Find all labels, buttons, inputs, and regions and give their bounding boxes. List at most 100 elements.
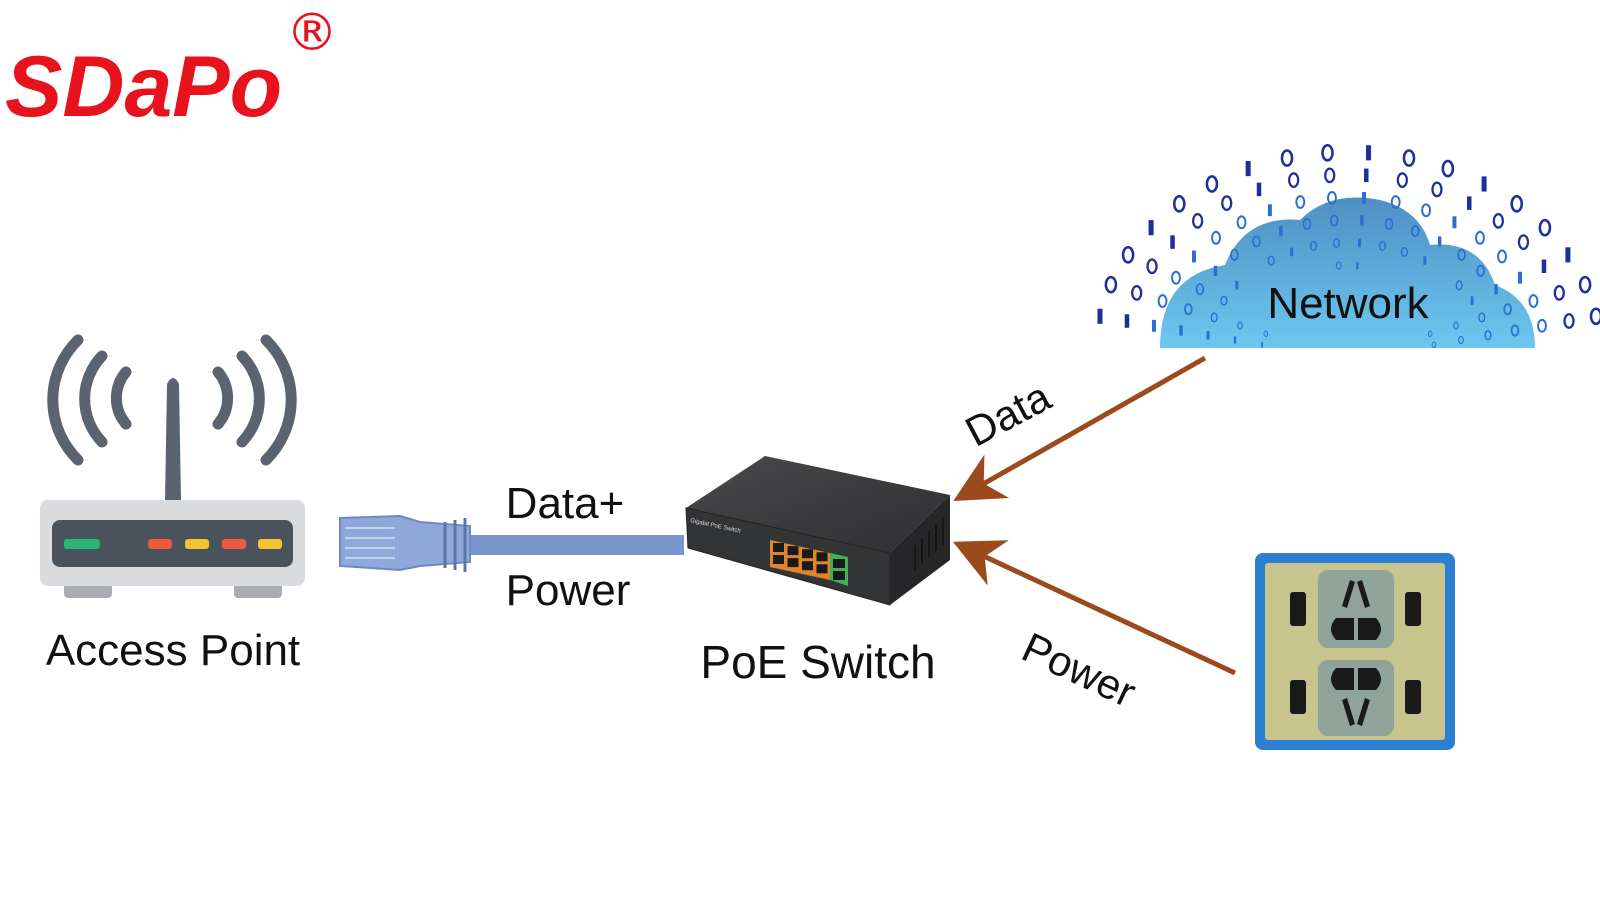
binary-one-mark: [1235, 280, 1239, 290]
power-arrow: [952, 540, 1237, 676]
ethernet-ports: [773, 543, 845, 580]
poe-switch-icon: Gigabit PoE Switch: [685, 456, 950, 606]
binary-zero-mark: [1184, 303, 1193, 316]
binary-zero-mark: [1230, 248, 1239, 261]
led-green: [64, 539, 100, 549]
binary-zero-mark: [1421, 203, 1432, 218]
ethernet-port: [816, 552, 828, 562]
uplink-port: [833, 559, 845, 568]
binary-zero-mark: [1280, 149, 1294, 167]
binary-zero-mark: [1510, 195, 1524, 213]
binary-one-mark: [1364, 168, 1369, 183]
binary-one-mark: [1518, 271, 1522, 284]
binary-one-mark: [1170, 235, 1175, 249]
binary-zero-mark: [1309, 240, 1318, 252]
binary-one-mark: [1290, 247, 1294, 257]
data-arrow: [953, 355, 1207, 501]
binary-zero-mark: [1517, 234, 1530, 250]
binary-zero-mark: [1210, 312, 1218, 323]
binary-one-mark: [1191, 250, 1196, 263]
binary-zero-mark: [1146, 258, 1158, 275]
ethernet-port: [802, 549, 813, 559]
binary-zero-mark: [1455, 280, 1463, 291]
cable-power-label: Power: [506, 566, 631, 615]
registered-mark-icon: ®: [286, 3, 338, 63]
binary-one-mark: [1267, 204, 1272, 217]
ethernet-port: [787, 558, 799, 568]
access-point-label: Access Point: [46, 626, 300, 675]
binary-zero-mark: [1453, 321, 1459, 330]
binary-one-mark: [1360, 215, 1364, 226]
binary-one-mark: [1423, 256, 1427, 265]
binary-one-mark: [1179, 325, 1183, 336]
binary-zero-mark: [1329, 214, 1339, 227]
ethernet-cable-icon: [339, 514, 684, 572]
binary-zero-mark: [1211, 230, 1221, 245]
binary-one-mark: [1097, 308, 1103, 324]
binary-zero-mark: [1104, 275, 1118, 294]
binary-zero-mark: [1402, 149, 1416, 167]
binary-zero-mark: [1484, 330, 1492, 341]
cable-data-label: Data+: [506, 479, 625, 528]
binary-zero-mark: [1295, 195, 1306, 209]
binary-one-mark: [1213, 265, 1218, 277]
binary-zero-mark: [1441, 159, 1455, 178]
binary-zero-mark: [1578, 275, 1592, 294]
binary-digits: [1097, 143, 1600, 348]
binary-one-mark: [1467, 196, 1472, 210]
binary-zero-mark: [1121, 246, 1135, 264]
binary-zero-mark: [1510, 324, 1520, 337]
binary-zero-mark: [1171, 270, 1181, 285]
binary-zero-mark: [1237, 321, 1243, 330]
binary-one-mark: [1365, 145, 1372, 161]
binary-zero-mark: [1321, 143, 1334, 162]
binary-zero-mark: [1458, 335, 1464, 345]
binary-zero-mark: [1205, 175, 1219, 193]
binary-zero-mark: [1528, 294, 1539, 308]
binary-zero-mark: [1589, 307, 1600, 326]
binary-zero-mark: [1553, 284, 1565, 301]
binary-one-mark: [1470, 296, 1474, 305]
binary-one-mark: [1481, 176, 1487, 192]
binary-one-mark: [1152, 319, 1156, 332]
binary-zero-mark: [1457, 248, 1466, 261]
uplink-port: [833, 571, 845, 580]
binary-zero-mark: [1192, 212, 1204, 229]
binary-zero-mark: [1563, 313, 1575, 329]
wifi-waves-icon: [47, 334, 297, 466]
binary-zero-mark: [1157, 294, 1168, 308]
ethernet-port: [787, 546, 799, 556]
binary-zero-mark: [1431, 181, 1443, 198]
binary-one-mark: [1437, 236, 1442, 247]
binary-zero-mark: [1332, 237, 1341, 249]
binary-zero-mark: [1327, 190, 1337, 205]
binary-zero-mark: [1335, 261, 1342, 270]
switch-label: PoE Switch: [700, 636, 935, 688]
binary-zero-mark: [1384, 218, 1394, 231]
binary-zero-mark: [1427, 330, 1433, 338]
binary-zero-mark: [1475, 230, 1485, 245]
binary-one-mark: [1452, 216, 1457, 229]
binary-one-mark: [1356, 262, 1359, 270]
ethernet-port: [802, 561, 813, 571]
binary-one-mark: [1541, 259, 1547, 274]
binary-zero-mark: [1220, 295, 1228, 306]
sdapo-logo: SDaPo ®: [5, 3, 338, 135]
binary-one-mark: [1279, 225, 1283, 237]
binary-one-mark: [1124, 314, 1130, 328]
binary-zero-mark: [1131, 284, 1143, 301]
binary-one-mark: [1148, 220, 1154, 236]
data-arrow-label: Data: [958, 372, 1059, 455]
binary-zero-mark: [1431, 341, 1437, 348]
binary-zero-mark: [1476, 264, 1485, 277]
binary-zero-mark: [1263, 330, 1269, 338]
binary-zero-mark: [1221, 195, 1233, 212]
binary-zero-mark: [1410, 225, 1420, 238]
binary-one-mark: [1206, 330, 1210, 340]
antenna: [165, 378, 181, 500]
power-arrow-label: Power: [1015, 623, 1143, 716]
binary-zero-mark: [1503, 303, 1512, 316]
ethernet-port: [816, 564, 828, 574]
network-cloud-icon: [1097, 143, 1600, 348]
